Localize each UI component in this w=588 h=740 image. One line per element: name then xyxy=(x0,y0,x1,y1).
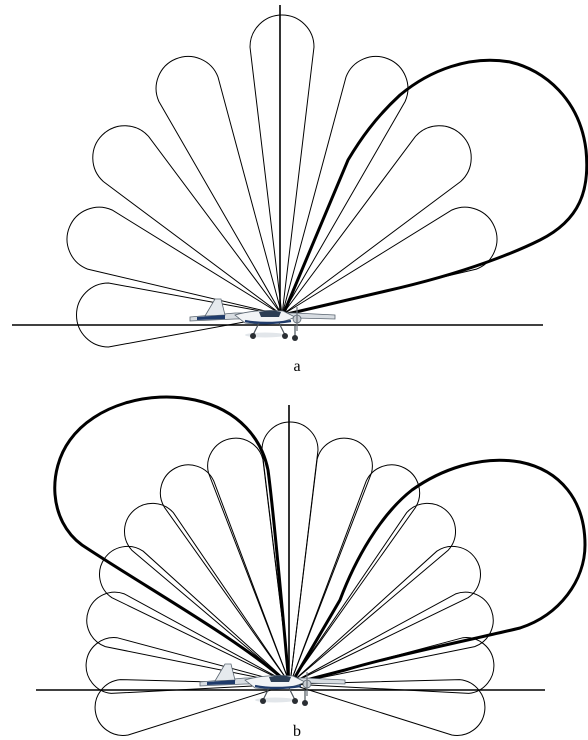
beam-lobe xyxy=(290,680,485,736)
airplane-icon xyxy=(190,299,335,341)
beam-lobe xyxy=(290,638,494,694)
panel-a: a xyxy=(12,5,587,375)
highlighted-beam-right xyxy=(291,460,585,684)
beam-lobe xyxy=(93,126,282,315)
beam-lobe xyxy=(290,546,480,684)
beam-lobe xyxy=(290,503,456,684)
panel-b: b xyxy=(36,397,585,740)
beam-lobe xyxy=(262,422,318,684)
beam-lobe xyxy=(282,207,497,315)
panel-caption-b: b xyxy=(293,723,301,740)
beam-lobe xyxy=(67,207,282,315)
beam-lobe xyxy=(282,126,471,315)
highlighted-beam-left xyxy=(55,397,289,684)
beam-lobe xyxy=(124,503,290,684)
highlighted-beam xyxy=(283,60,587,315)
beam-lobe xyxy=(250,15,314,315)
beam-fan xyxy=(67,15,497,347)
panel-caption-a: a xyxy=(293,358,300,375)
